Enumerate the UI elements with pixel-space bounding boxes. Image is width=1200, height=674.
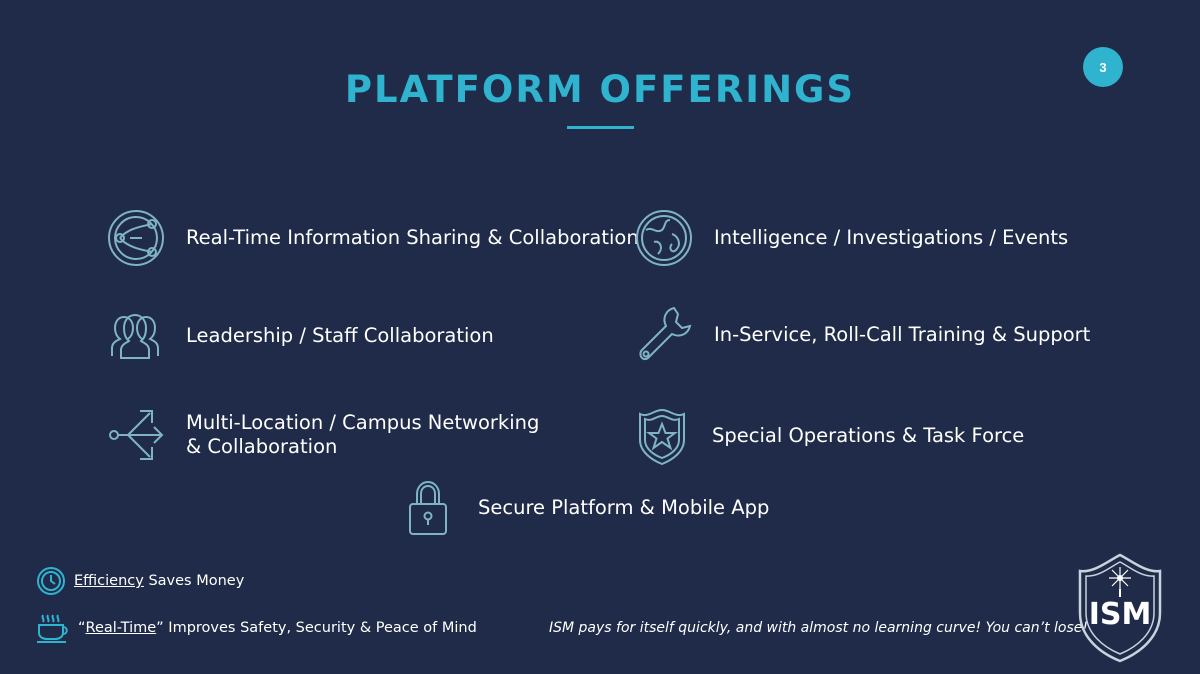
offering-training: In-Service, Roll-Call Training & Support <box>634 305 1090 365</box>
logo-text: ISM <box>1088 597 1152 632</box>
branching-arrows-icon <box>106 405 166 465</box>
tagline: ISM pays for itself quickly, and with al… <box>549 620 1088 636</box>
efficiency-text: Saves Money <box>143 573 245 589</box>
realtime-text: ” Improves Safety, Security & Peace of M… <box>156 620 477 636</box>
offering-label: Special Operations & Task Force <box>712 424 1025 447</box>
page-number-badge: 3 <box>1083 47 1123 87</box>
footer-realtime: “ Real-Time ” Improves Safety, Security … <box>36 612 477 644</box>
coffee-cup-icon <box>36 612 70 644</box>
offering-realtime-sharing: Real-Time Information Sharing & Collabor… <box>106 208 639 268</box>
title-underline <box>567 126 634 129</box>
globe-icon <box>634 208 694 268</box>
star-shield-icon <box>632 406 692 466</box>
ism-shield-logo: ISM <box>1074 553 1166 663</box>
offering-label: In-Service, Roll-Call Training & Support <box>714 323 1091 346</box>
efficiency-link[interactable]: Efficiency <box>74 573 144 589</box>
offering-label: Multi-Location / Campus Networking & Col… <box>186 411 540 458</box>
offering-label: Secure Platform & Mobile App <box>478 496 770 519</box>
people-group-icon <box>104 306 166 366</box>
footer-efficiency: Efficiency Saves Money <box>36 566 244 596</box>
offering-label: Real-Time Information Sharing & Collabor… <box>186 226 639 249</box>
offering-label: Leadership / Staff Collaboration <box>186 324 494 347</box>
offering-secure-platform: Secure Platform & Mobile App <box>398 478 769 538</box>
offering-multi-location: Multi-Location / Campus Networking & Col… <box>106 405 539 465</box>
realtime-link[interactable]: Real-Time <box>85 620 157 636</box>
network-circle-icon <box>106 208 166 268</box>
offering-leadership: Leadership / Staff Collaboration <box>104 306 494 366</box>
offering-label: Intelligence / Investigations / Events <box>714 226 1069 249</box>
clock-icon <box>36 566 66 596</box>
realtime-open-quote: “ <box>78 620 86 636</box>
wrench-icon <box>634 305 694 365</box>
page-title: PLATFORM OFFERINGS <box>344 68 856 111</box>
offering-special-operations: Special Operations & Task Force <box>632 406 1024 466</box>
padlock-icon <box>398 478 458 538</box>
offering-intelligence: Intelligence / Investigations / Events <box>634 208 1068 268</box>
